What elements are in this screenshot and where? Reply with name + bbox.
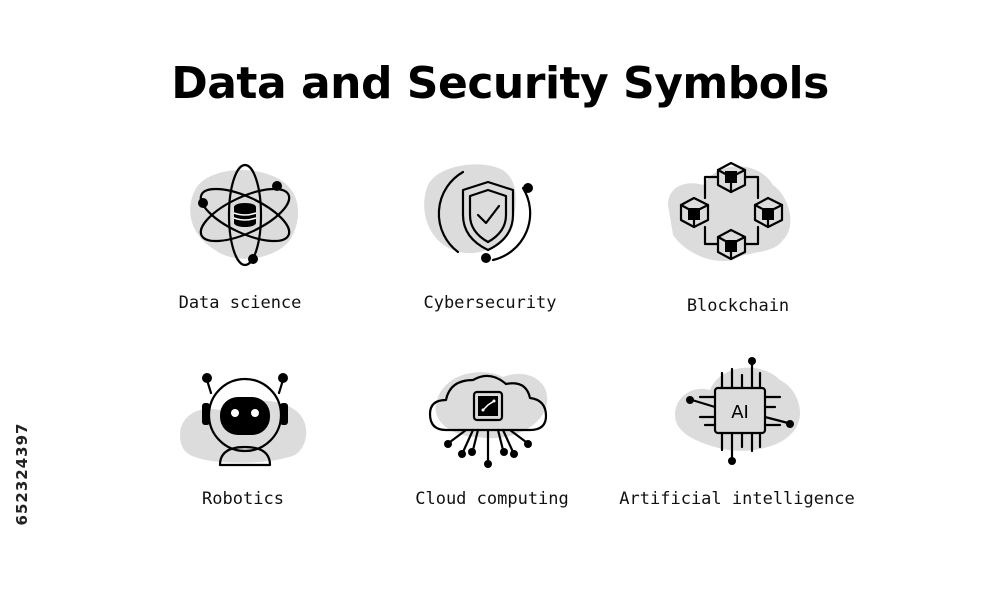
cloud-chip-icon (418, 362, 558, 472)
atom-database-icon (175, 160, 315, 270)
stock-id-watermark: 652324397 (13, 422, 31, 526)
shield-check-icon (418, 160, 558, 270)
label-robotics: Robotics (202, 489, 284, 509)
label-data-science: Data science (178, 293, 302, 313)
blockchain-cubes-icon (663, 155, 803, 265)
ai-chip-icon: AI (670, 355, 810, 465)
robot-head-icon (175, 365, 315, 475)
svg-text:AI: AI (731, 402, 749, 423)
label-cybersecurity: Cybersecurity (423, 293, 557, 313)
page-title: Data and Security Symbols (171, 58, 829, 109)
label-artificial-intelligence: Artificial intelligence (619, 489, 855, 509)
label-blockchain: Blockchain (686, 296, 790, 316)
label-cloud-computing: Cloud computing (415, 489, 569, 509)
